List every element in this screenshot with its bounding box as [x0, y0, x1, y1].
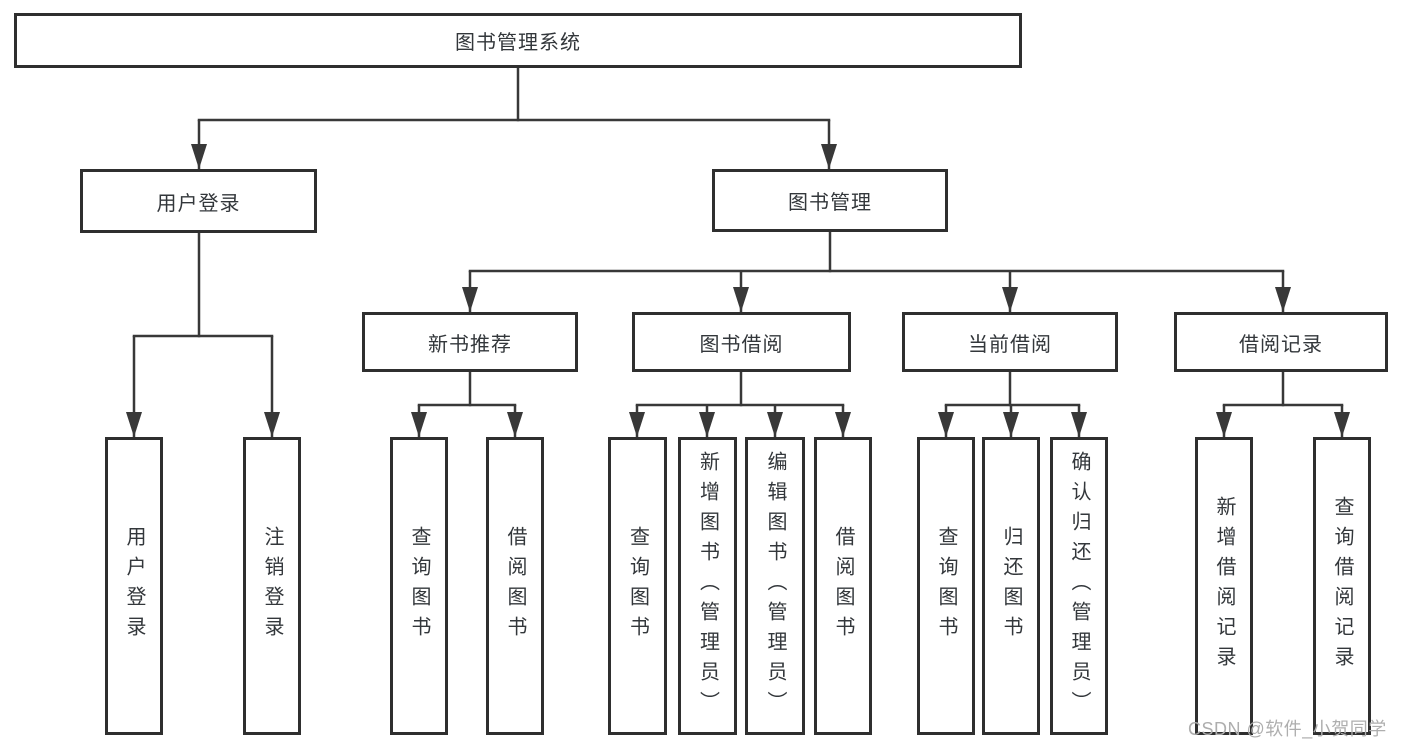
leaf-confirm-return-admin: 确认归还（管理员）: [1050, 437, 1108, 735]
node-new-book-recommendation: 新书推荐: [362, 312, 578, 372]
leaf-query-books: 查询图书: [917, 437, 975, 735]
node-label: 查询图书: [408, 526, 430, 646]
csdn-watermark: CSDN @软件_小贺同学: [1188, 719, 1387, 739]
node-label: 新书推荐: [428, 333, 512, 356]
node-current-borrowing: 当前借阅: [902, 312, 1118, 372]
node-label: 用户登录: [156, 192, 241, 215]
node-label: 归还图书: [1000, 526, 1022, 646]
node-label: 当前借阅: [968, 333, 1052, 356]
node-label: 借阅图书: [832, 526, 854, 646]
node-label: 借阅记录: [1239, 333, 1323, 356]
node-label: 查询图书: [626, 526, 649, 646]
node-label: 新增借阅记录: [1213, 496, 1235, 676]
node-label: 查询借阅记录: [1331, 496, 1353, 676]
node-book-borrowing: 图书借阅: [632, 312, 851, 372]
node-library-management-system: 图书管理系统: [14, 13, 1022, 68]
node-borrowing-records: 借阅记录: [1174, 312, 1388, 372]
node-user-login-module: 用户登录: [80, 169, 317, 233]
leaf-borrow-books: 借阅图书: [486, 437, 544, 735]
node-label: 注销登录: [261, 526, 283, 646]
leaf-borrow-books: 借阅图书: [814, 437, 872, 735]
node-label: 新增图书（管理员）: [696, 451, 719, 721]
node-label: 确认归还（管理员）: [1068, 451, 1090, 721]
leaf-add-book-admin: 新增图书（管理员）: [678, 437, 737, 735]
node-book-management-module: 图书管理: [712, 169, 948, 232]
leaf-query-books: 查询图书: [390, 437, 448, 735]
node-label: 用户登录: [123, 526, 145, 646]
leaf-edit-book-admin: 编辑图书（管理员）: [745, 437, 805, 735]
node-label: 查询图书: [935, 526, 957, 646]
leaf-return-books: 归还图书: [982, 437, 1040, 735]
node-label: 图书管理系统: [455, 32, 581, 54]
leaf-query-books: 查询图书: [608, 437, 667, 735]
node-label: 图书管理: [788, 192, 872, 214]
leaf-query-borrow-record: 查询借阅记录: [1313, 437, 1371, 735]
leaf-user-login: 用户登录: [105, 437, 163, 735]
node-label: 编辑图书（管理员）: [764, 451, 786, 721]
node-label: 借阅图书: [504, 526, 526, 646]
leaf-logout: 注销登录: [243, 437, 301, 735]
leaf-add-borrow-record: 新增借阅记录: [1195, 437, 1253, 735]
node-label: 图书借阅: [699, 333, 784, 356]
